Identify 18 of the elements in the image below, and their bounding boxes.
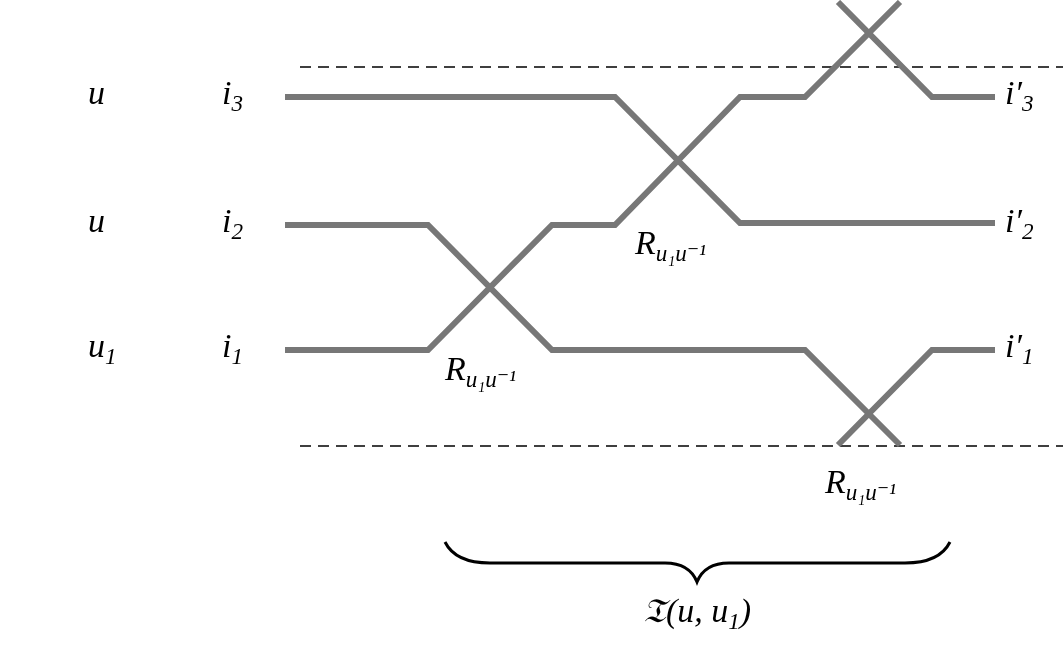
strand-line [285,222,903,448]
crossing-label: R$_{u₁u⁻¹}$ [444,349,518,395]
strand-label: i$_{3}$ [219,71,246,120]
strand-line [285,94,995,226]
strand-line [285,0,903,353]
crossing-label: R$_{u₁u⁻¹}$ [824,462,898,508]
strand-label: i$_{1}$ [219,324,246,373]
strand-label: i′$_{3}$ [1002,71,1037,120]
variable-label: u [87,73,106,113]
variable-label: u$_{1}$ [87,326,118,372]
strand-label: i′$_{2}$ [1002,199,1037,248]
variable-label: u [87,201,106,241]
crossing-label: R$_{u₁u⁻¹}$ [634,223,708,269]
brace-label: 𝔗(u, u$_{1}$) [641,591,753,637]
strand-line [835,347,995,448]
strand-line [835,0,995,100]
strand-label: i′$_{1}$ [1002,324,1037,373]
strand-label: i$_{2}$ [219,199,246,248]
